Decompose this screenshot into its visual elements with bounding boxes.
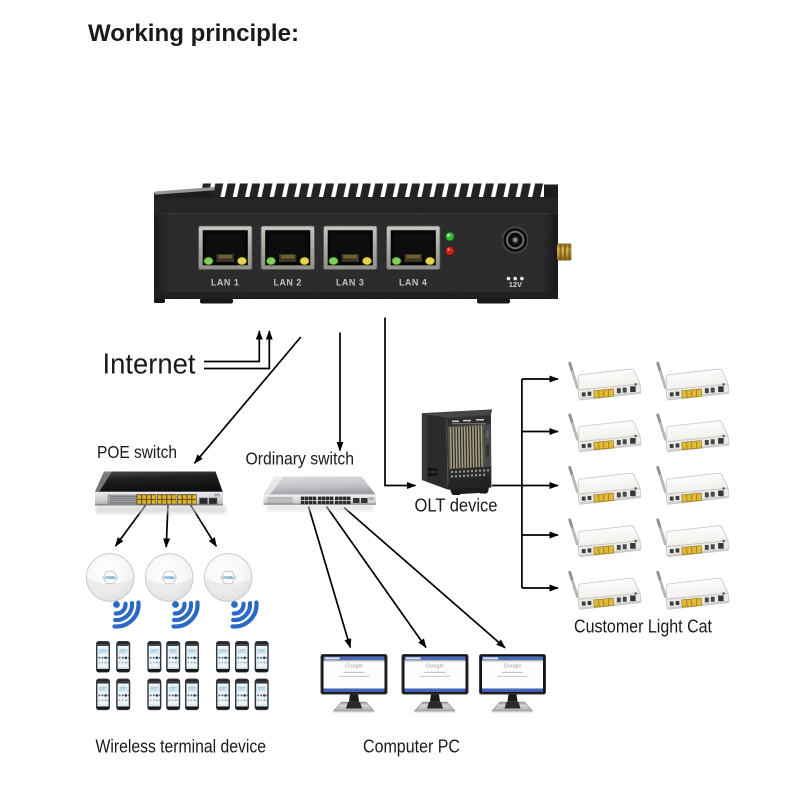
svg-text:POE switch: POE switch bbox=[97, 442, 177, 462]
svg-text:Customer Light Cat: Customer Light Cat bbox=[574, 617, 712, 637]
svg-text:12V: 12V bbox=[509, 280, 522, 289]
svg-text:OLT device: OLT device bbox=[415, 496, 498, 516]
svg-text:LAN 3: LAN 3 bbox=[336, 278, 365, 288]
svg-text:Wireless terminal device: Wireless terminal device bbox=[96, 736, 267, 756]
svg-text:Internet: Internet bbox=[103, 349, 196, 381]
svg-text:Ordinary switch: Ordinary switch bbox=[246, 449, 355, 469]
svg-text:LAN 1: LAN 1 bbox=[211, 278, 240, 288]
svg-text:Working principle:: Working principle: bbox=[88, 20, 299, 47]
svg-text:LAN 2: LAN 2 bbox=[273, 278, 302, 288]
svg-text:Computer PC: Computer PC bbox=[363, 736, 460, 756]
svg-text:LAN 4: LAN 4 bbox=[399, 278, 428, 288]
